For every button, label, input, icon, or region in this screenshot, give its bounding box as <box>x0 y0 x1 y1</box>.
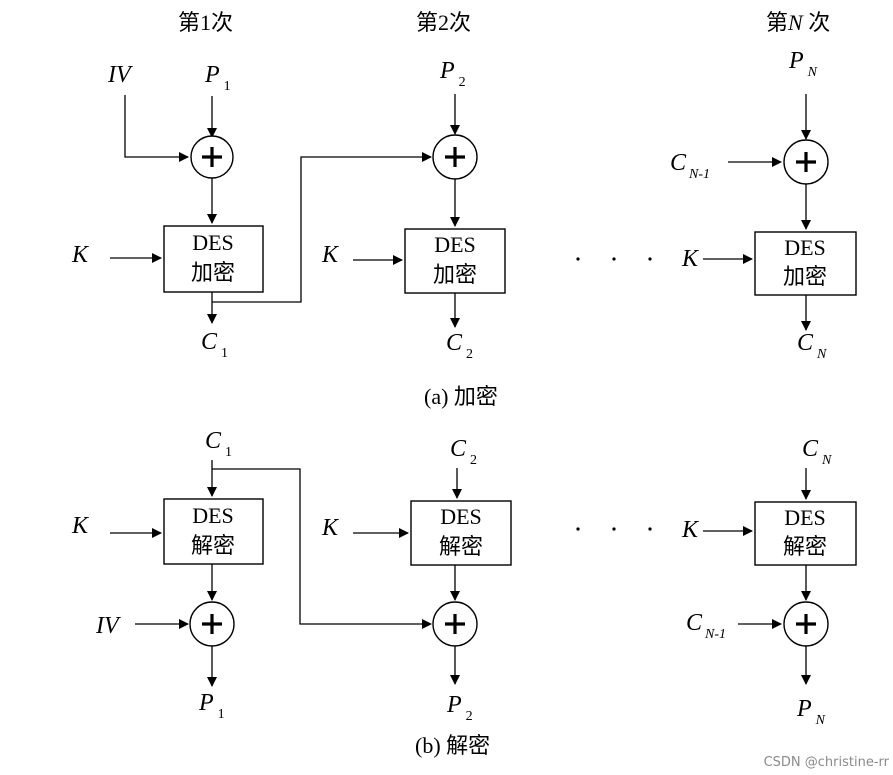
des-decrypt-box-n <box>754 501 857 566</box>
label-k-encrypt-2: K <box>321 242 340 268</box>
des-decrypt-box-2-top: DES <box>440 504 482 529</box>
des-encrypt-box-2-bottom: 加密 <box>433 262 477 287</box>
header-round-2: 第2次 <box>416 10 471 35</box>
header-round-n-suffix: 次 <box>803 10 831 35</box>
des-decrypt-box-1-bottom: 解密 <box>191 533 235 558</box>
des-encrypt-box-1 <box>163 225 264 293</box>
xor-encrypt-2 <box>432 134 478 180</box>
xor-decrypt-n <box>783 601 829 647</box>
label-k-decrypt-2: K <box>321 515 340 541</box>
des-decrypt-box-n-bottom: 解密 <box>783 534 827 559</box>
des-decrypt-box-2 <box>410 500 512 566</box>
des-decrypt-box-n-top: DES <box>784 505 826 530</box>
caption-decrypt: (b) 解密 <box>415 733 490 758</box>
header-round-n: 第N 次 <box>766 10 830 35</box>
xor-decrypt-2 <box>432 601 478 647</box>
ellipsis-encrypt <box>576 257 652 261</box>
des-encrypt-box-2 <box>404 228 506 294</box>
xor-encrypt-n <box>783 139 829 185</box>
header-round-n-prefix: 第 <box>766 10 788 35</box>
des-encrypt-box-n-top: DES <box>784 235 826 260</box>
des-encrypt-box-n <box>754 231 857 296</box>
des-decrypt-box-2-bottom: 解密 <box>439 534 483 559</box>
header-round-1: 第1次 <box>178 10 233 35</box>
header-round-n-var: N <box>787 10 804 35</box>
label-k-encrypt-1: K <box>71 242 90 268</box>
label-k-decrypt-1: K <box>71 513 90 539</box>
caption-encrypt: (a) 加密 <box>424 384 498 409</box>
des-encrypt-box-1-top: DES <box>192 230 234 255</box>
xor-encrypt-1 <box>190 135 234 179</box>
label-iv-decrypt: IV <box>95 613 121 639</box>
des-decrypt-box-1 <box>163 498 264 565</box>
label-k-encrypt-n: K <box>681 246 700 272</box>
label-k-decrypt-n: K <box>681 517 700 543</box>
des-encrypt-box-1-bottom: 加密 <box>191 260 235 285</box>
watermark: CSDN @christine-rr <box>764 755 890 770</box>
ellipsis-decrypt <box>576 527 652 531</box>
xor-decrypt-1 <box>189 601 235 647</box>
des-encrypt-box-2-top: DES <box>434 232 476 257</box>
label-iv-encrypt: IV <box>107 62 133 88</box>
des-decrypt-box-1-top: DES <box>192 503 234 528</box>
des-encrypt-box-n-bottom: 加密 <box>783 264 827 289</box>
